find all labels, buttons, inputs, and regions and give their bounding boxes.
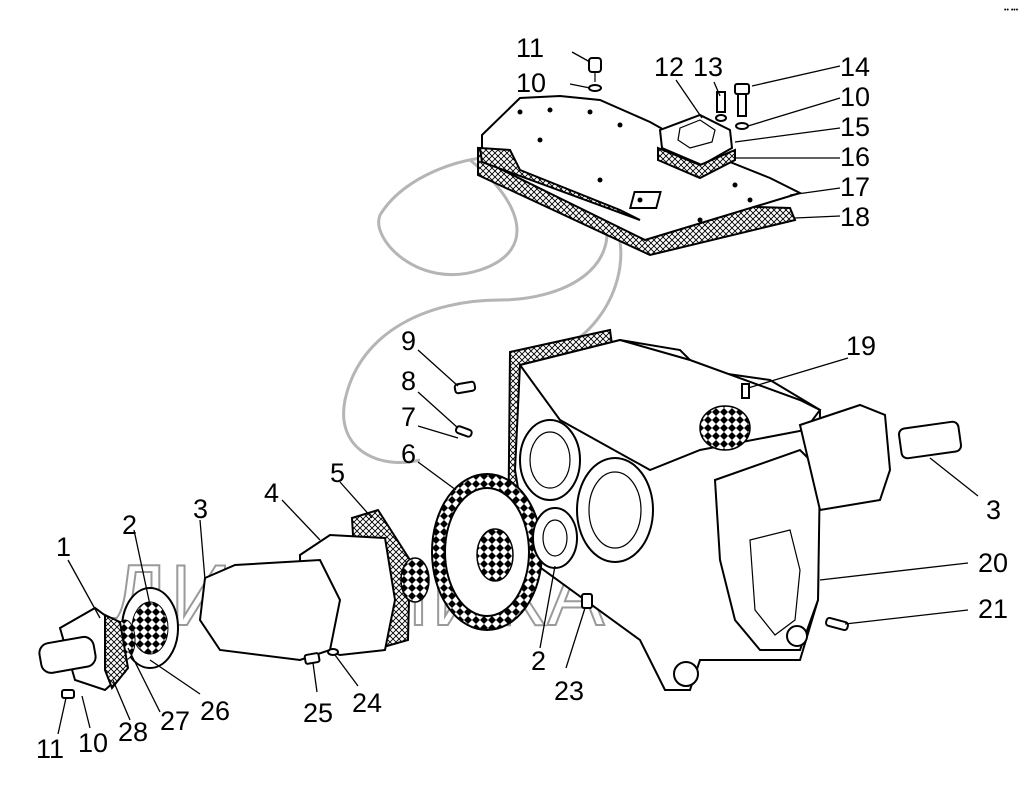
callout-21: 21 bbox=[978, 594, 1008, 624]
callout-4: 4 bbox=[264, 478, 279, 508]
front-bore-upper-inner bbox=[529, 431, 571, 489]
front-bore-lower-inner bbox=[588, 471, 642, 549]
output-shaft-3 bbox=[897, 420, 963, 460]
stud-19 bbox=[741, 383, 750, 399]
callout-20: 20 bbox=[978, 548, 1008, 578]
bolt-21 bbox=[825, 616, 849, 632]
callout-1: 1 bbox=[56, 532, 71, 562]
callout-2-center: 2 bbox=[531, 646, 546, 676]
callout-19: 19 bbox=[846, 331, 876, 361]
gear-6-spline bbox=[476, 528, 514, 582]
quill-housing bbox=[198, 558, 342, 662]
bearing-2-right-inner bbox=[542, 519, 568, 557]
callout-27: 27 bbox=[160, 706, 190, 736]
plate-opening bbox=[628, 191, 662, 209]
gasket-cover bbox=[657, 146, 736, 180]
callout-24: 24 bbox=[352, 688, 382, 718]
callout-26: 26 bbox=[200, 696, 230, 726]
bolt-13 bbox=[715, 91, 727, 122]
cover-plate-assembly bbox=[477, 57, 803, 257]
callout-11-top: 11 bbox=[516, 33, 544, 63]
pin-8 bbox=[454, 425, 473, 438]
callout-6: 6 bbox=[401, 439, 416, 469]
side-cover-window bbox=[749, 529, 801, 636]
bolt-14 bbox=[734, 83, 750, 130]
callout-7: 7 bbox=[401, 402, 416, 432]
bolt-25 bbox=[303, 652, 321, 665]
gear-train bbox=[38, 473, 578, 699]
callout-5: 5 bbox=[330, 458, 345, 488]
bearing-2-right bbox=[532, 507, 578, 569]
callout-28: 28 bbox=[118, 717, 148, 747]
front-bore-upper bbox=[519, 419, 581, 501]
callout-16: 16 bbox=[840, 142, 870, 172]
gasket-16 bbox=[478, 146, 641, 221]
bolt-11-top bbox=[588, 57, 602, 82]
callout-13: 13 bbox=[693, 52, 723, 82]
callout-8: 8 bbox=[401, 366, 416, 396]
washer-10-top bbox=[588, 84, 602, 92]
internal-gear bbox=[699, 405, 751, 451]
seal-28 bbox=[104, 613, 130, 690]
corner-mark: •• ••• bbox=[1004, 7, 1019, 14]
gearbox-housing bbox=[453, 328, 963, 691]
callout-17: 17 bbox=[840, 172, 870, 202]
mount-eye-right bbox=[786, 625, 808, 647]
plug-23 bbox=[581, 593, 593, 609]
callout-23: 23 bbox=[554, 676, 584, 706]
callout-10-top: 10 bbox=[516, 68, 546, 98]
callout-14: 14 bbox=[840, 52, 870, 82]
shaft-spline bbox=[400, 557, 430, 603]
callout-2-left: 2 bbox=[122, 510, 137, 540]
cover-boss bbox=[677, 119, 716, 149]
callout-3-right: 3 bbox=[986, 495, 1001, 525]
output-shaft-housing bbox=[798, 403, 892, 512]
callout-12: 12 bbox=[654, 52, 684, 82]
input-shaft bbox=[38, 635, 97, 674]
callout-10-bottom: 10 bbox=[78, 728, 108, 758]
callout-25: 25 bbox=[303, 698, 333, 728]
plate-holes bbox=[517, 107, 753, 223]
callout-9: 9 bbox=[401, 326, 416, 356]
callout-10-right: 10 bbox=[840, 82, 870, 112]
washer-24 bbox=[327, 648, 339, 656]
callout-labels: 11 10 12 13 14 10 15 16 17 18 9 8 7 6 5 … bbox=[36, 33, 1008, 764]
pin-9 bbox=[453, 380, 477, 395]
bolt-11-bottom bbox=[61, 689, 75, 699]
leader-lines bbox=[57, 51, 979, 735]
callout-18: 18 bbox=[840, 202, 870, 232]
callout-15: 15 bbox=[840, 112, 870, 142]
bearing-2-left-rollers bbox=[131, 601, 169, 655]
mount-eye-left bbox=[673, 661, 699, 687]
callout-3-left: 3 bbox=[193, 494, 208, 524]
callout-11-bottom: 11 bbox=[36, 734, 64, 764]
